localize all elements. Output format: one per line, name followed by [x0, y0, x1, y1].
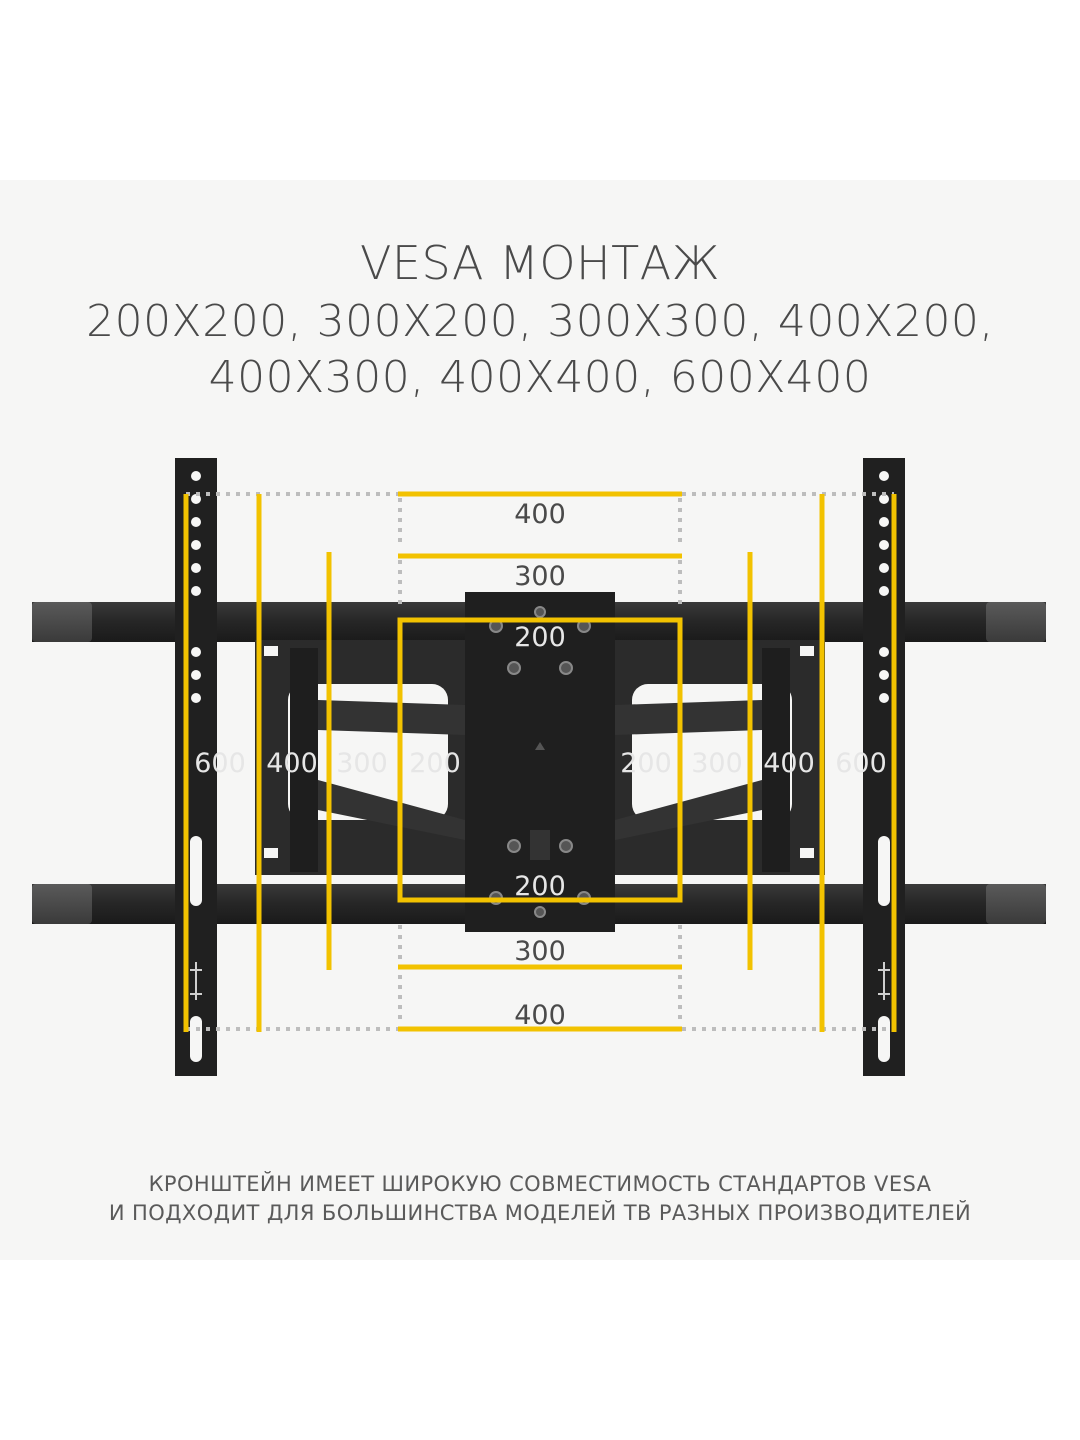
title-line-1: VESA МОНТАЖ [359, 236, 721, 290]
dim-label-right-300: 300 [691, 748, 743, 779]
rail-bolts [190, 962, 890, 1000]
caption-line-2: И ПОДХОДИТ ДЛЯ БОЛЬШИНСТВА МОДЕЛЕЙ ТВ РА… [108, 1201, 972, 1225]
dim-label-left-400: 400 [266, 748, 318, 779]
dim-label-bottom-300: 300 [514, 936, 566, 967]
rail-holes [190, 471, 890, 1062]
dim-label-right-600: 600 [835, 748, 887, 779]
dim-label-bottom-400: 400 [514, 1000, 566, 1031]
dim-label-top-400: 400 [514, 499, 566, 530]
vesa-dimension-lines [183, 491, 897, 1032]
dim-label-left-200: 200 [409, 748, 461, 779]
dim-label-left-600: 600 [194, 748, 246, 779]
dim-label-top-300: 300 [514, 561, 566, 592]
title-line-3: 400X300, 400X400, 600X400 [208, 352, 872, 403]
dotted-guides [186, 492, 894, 1031]
title-line-2: 200X200, 300X200, 300X300, 400X200, [86, 296, 994, 347]
dim-label-left-300: 300 [336, 748, 388, 779]
dim-label-right-400: 400 [763, 748, 815, 779]
central-mount-plate [465, 592, 615, 932]
dim-label-bottom-200: 200 [514, 871, 566, 902]
caption-line-1: КРОНШТЕЙН ИМЕЕТ ШИРОКУЮ СОВМЕСТИМОСТЬ СТ… [148, 1172, 932, 1196]
dim-label-right-200: 200 [620, 748, 672, 779]
dim-label-top-200: 200 [514, 622, 566, 653]
